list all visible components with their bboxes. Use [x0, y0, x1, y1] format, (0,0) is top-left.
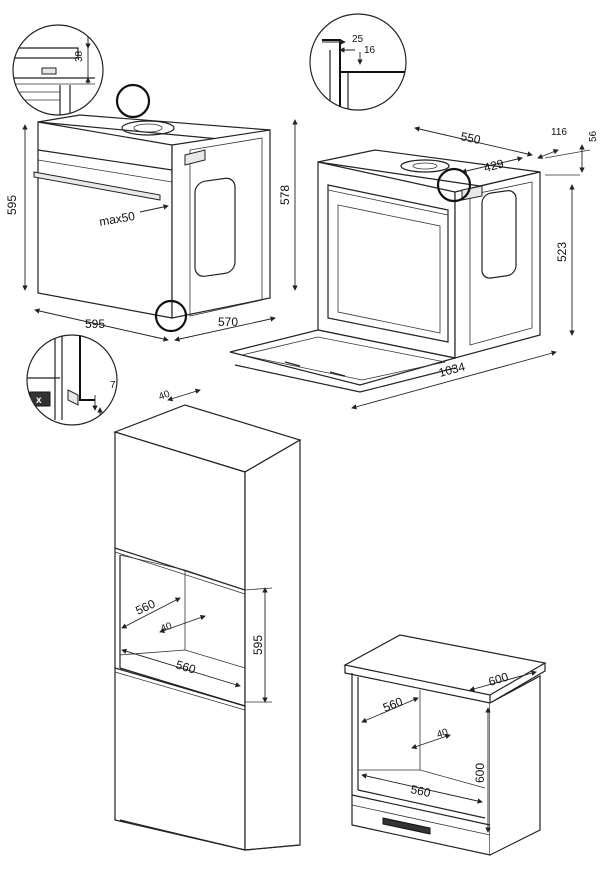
detail-marker-top	[115, 83, 151, 119]
label-x: x	[36, 395, 42, 406]
label-7: 7	[110, 380, 116, 391]
oven-side-view	[22, 114, 298, 342]
label-under-560-width: 560	[409, 782, 432, 800]
label-tall-560-width: 560	[174, 657, 198, 676]
detail-marker-open	[436, 167, 472, 203]
detail-circle-bottom-left: x 7	[26, 334, 118, 426]
label-tall-595: 595	[251, 635, 265, 655]
label-oven-height: 595	[5, 195, 19, 215]
label-1034: 1034	[437, 359, 467, 380]
label-16: 16	[364, 45, 376, 56]
label-under-560-depth: 560	[381, 694, 405, 715]
label-578: 578	[278, 185, 292, 205]
tall-cabinet	[113, 388, 302, 851]
label-550: 550	[459, 129, 482, 147]
label-max50: max50	[98, 209, 136, 229]
label-25: 25	[352, 34, 364, 45]
detail-marker-bottom	[154, 299, 188, 333]
label-tall-40: 40	[157, 389, 172, 403]
detail-circle-top-left: 38	[12, 24, 104, 116]
label-under-40: 40	[436, 727, 450, 741]
label-56: 56	[588, 130, 599, 142]
label-under-600-height: 600	[473, 763, 487, 783]
undercounter-cabinet	[343, 634, 547, 856]
label-429: 429	[482, 156, 505, 175]
label-38: 38	[74, 50, 85, 62]
label-116: 116	[551, 127, 567, 138]
label-under-600-depth: 600	[487, 670, 511, 689]
detail-circle-top-middle: 25 16	[309, 13, 407, 111]
oven-open-view	[229, 126, 591, 410]
label-523: 523	[555, 242, 569, 262]
label-oven-width: 595	[85, 317, 105, 331]
label-tall-40-inner: 40	[159, 621, 174, 635]
label-oven-depth: 570	[218, 315, 238, 329]
